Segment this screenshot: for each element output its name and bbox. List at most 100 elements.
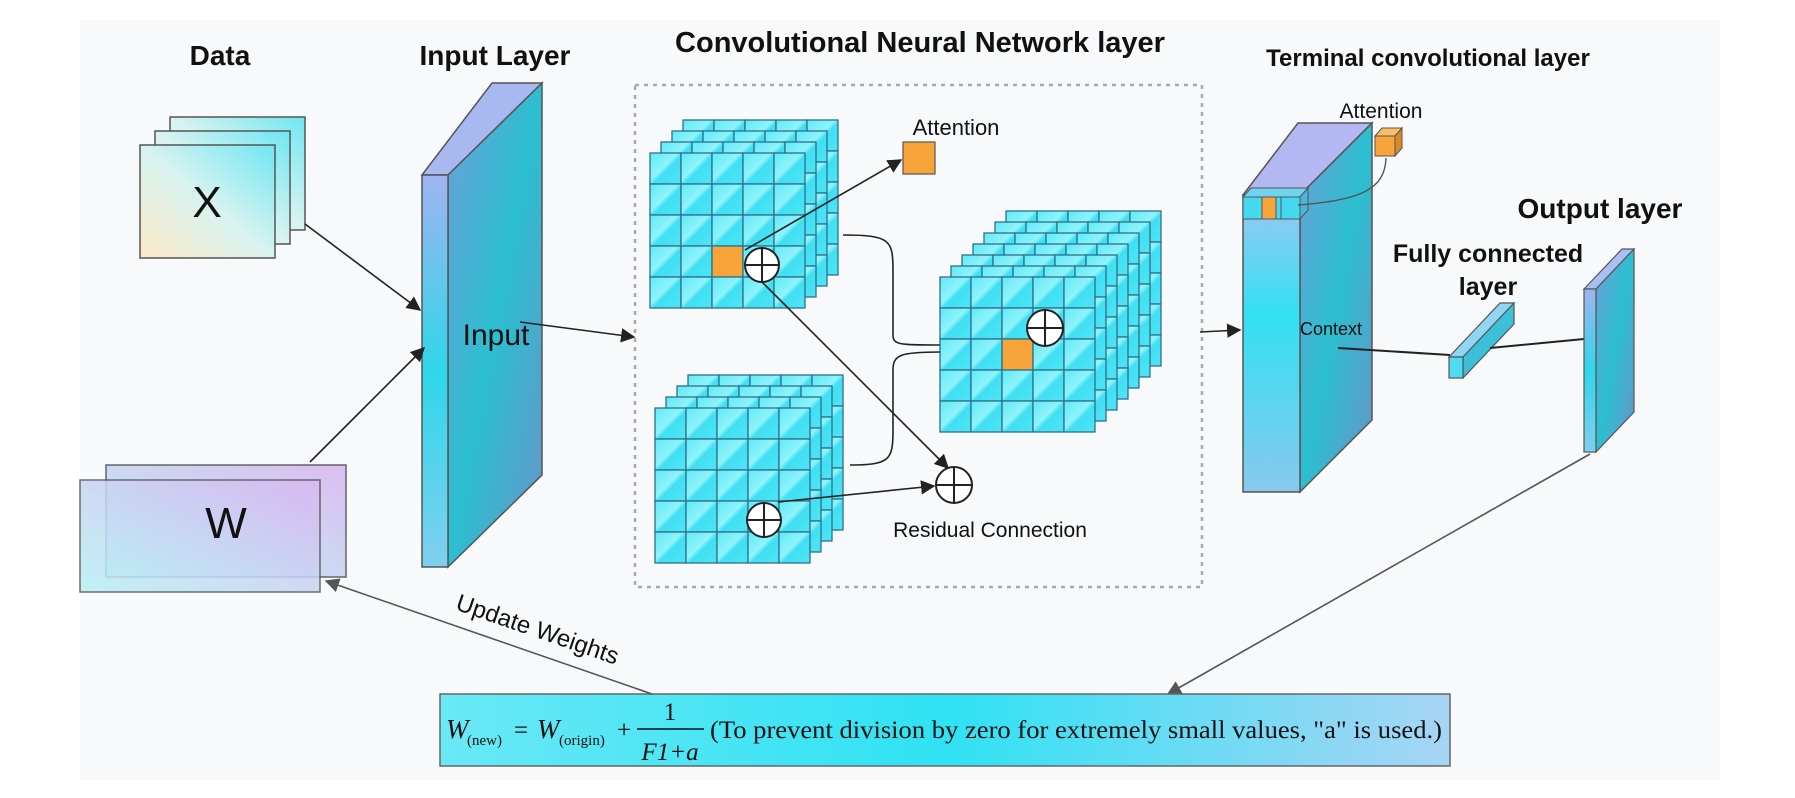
grid-cell [654, 438, 687, 471]
grid-cell [939, 400, 972, 433]
arrow-to-attention [744, 159, 903, 251]
terminal-conv-block [1241, 121, 1374, 494]
feature-map-top-0 [649, 152, 806, 309]
feature-map-grids [649, 119, 1162, 564]
sum-node-top [744, 247, 780, 283]
grid-cell [970, 338, 1003, 371]
background-panel [80, 20, 1720, 780]
connector-bottom-to-right [849, 351, 941, 466]
arrow-to-residual-sum [761, 281, 950, 470]
grid-cell [939, 307, 972, 340]
grid-cell [649, 276, 682, 309]
formula-equals: = [514, 717, 528, 744]
arrow-input-to-cnn [519, 321, 636, 343]
grid-cell [716, 407, 749, 440]
grid-cell [1001, 369, 1034, 402]
residual-connection-label: Residual Connection [893, 519, 1087, 542]
grid-cell [685, 500, 718, 533]
feature-map-bottom-0 [654, 407, 811, 564]
grid-cell [778, 500, 811, 533]
formula-note: (To prevent division by zero for extreme… [710, 717, 1442, 744]
grid-cell [680, 245, 713, 278]
attention-square [902, 141, 936, 175]
sum-node-residual [935, 466, 973, 504]
sum-node-bottom [746, 502, 782, 538]
grid-cell [778, 469, 811, 502]
highlighted-cell [1001, 338, 1034, 371]
grid-cell [1032, 400, 1065, 433]
grid-cell [716, 531, 749, 564]
grid-cell [778, 438, 811, 471]
attention-label-terminal: Attention [1340, 100, 1423, 123]
context-to-fc-line [1337, 347, 1451, 356]
formula-w-origin: W [537, 714, 562, 744]
grid-cell [1032, 276, 1065, 309]
grid-cell [1063, 276, 1096, 309]
title-data: Data [190, 40, 251, 71]
grid-cell [654, 500, 687, 533]
attention-label-cnn: Attention [913, 115, 1000, 140]
grid-cell [747, 438, 780, 471]
grid-cell [649, 214, 682, 247]
highlighted-cell [711, 245, 744, 278]
data-x-stack: X [139, 116, 306, 259]
formula-new-sub: (new) [467, 733, 502, 749]
cnn-layer-box [633, 83, 1204, 589]
grid-cell [716, 438, 749, 471]
grid-cell [654, 531, 687, 564]
weights-w-stack: W [79, 464, 347, 593]
formula-w-new: W [446, 714, 471, 744]
title-fc-line1: Fully connected [1393, 240, 1583, 268]
grid-cell [711, 214, 744, 247]
grid-cell [1063, 307, 1096, 340]
formula-box [439, 693, 1451, 767]
grid-cell [970, 276, 1003, 309]
fc-to-output-line [1489, 338, 1585, 349]
input-label: Input [463, 319, 530, 352]
grid-cell [1001, 307, 1034, 340]
grid-cell [742, 152, 775, 185]
connector-top-to-right [842, 234, 941, 346]
grid-cell [939, 369, 972, 402]
grid-cell [1063, 338, 1096, 371]
input-layer-slab: Input [420, 81, 544, 569]
grid-cell [654, 407, 687, 440]
grid-cell [773, 152, 806, 185]
grid-cell [970, 369, 1003, 402]
arrow-bottom-to-residual-sum [777, 480, 936, 503]
grid-cell [649, 152, 682, 185]
fully-connected-bar [1447, 301, 1516, 380]
grid-cell [716, 500, 749, 533]
data-x-label: X [192, 178, 221, 227]
grid-cell [711, 152, 744, 185]
attention-cube-terminal [1373, 126, 1404, 158]
formula-origin-sub: (origin) [559, 733, 605, 749]
weight-update-formula: W (new) = W (origin) + 1 F1+a (To preven… [446, 699, 1442, 766]
grid-cell [685, 438, 718, 471]
grid-cell [747, 469, 780, 502]
weights-w-label: W [205, 499, 247, 548]
grid-cell [711, 276, 744, 309]
sum-node-right [1026, 309, 1064, 347]
feature-map-right-0 [939, 276, 1096, 433]
grid-cell [742, 183, 775, 216]
arrow-cnn-to-terminal [1199, 323, 1242, 338]
grid-cell [778, 407, 811, 440]
grid-cell [773, 276, 806, 309]
arrow-update-weights [324, 578, 653, 695]
grid-cell [685, 531, 718, 564]
title-input-layer: Input Layer [420, 40, 571, 71]
grid-cell [1063, 369, 1096, 402]
grid-cell [649, 183, 682, 216]
grid-cell [939, 276, 972, 309]
grid-cell [1001, 400, 1034, 433]
grid-cell [1001, 276, 1034, 309]
grid-cell [680, 183, 713, 216]
grid-cell [680, 214, 713, 247]
grid-cell [773, 183, 806, 216]
grid-cell [1063, 400, 1096, 433]
grid-cell [680, 152, 713, 185]
grid-cell [970, 400, 1003, 433]
formula-numerator: 1 [664, 699, 677, 726]
